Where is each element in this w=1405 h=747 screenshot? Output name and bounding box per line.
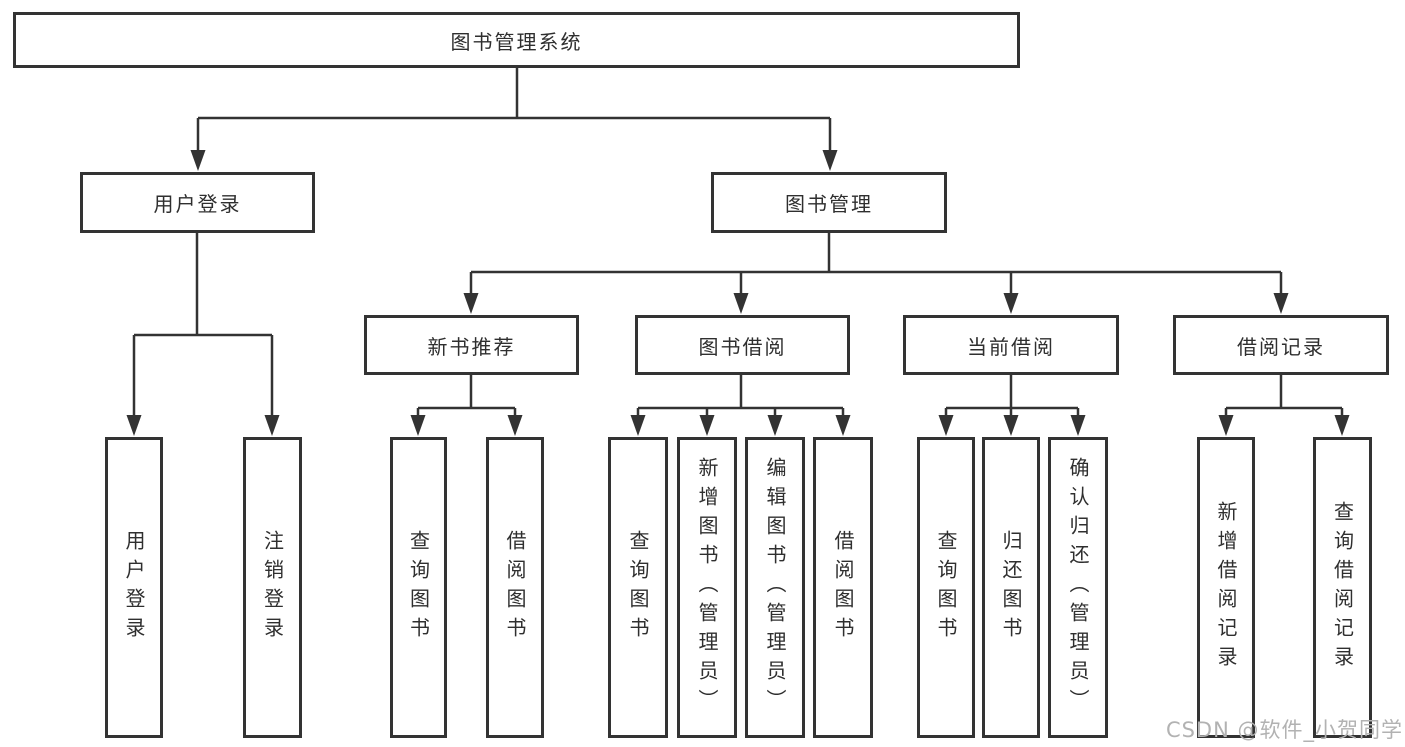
leaf-query-books-recommend: 查询图书 (390, 437, 447, 738)
node-current-borrow-label: 当前借阅 (967, 334, 1055, 359)
leaf-borrow-books-recommend: 借阅图书 (486, 437, 544, 738)
leaf-add-borrow-record: 新增借阅记录 (1197, 437, 1255, 738)
leaf-user-login-label: 用户登录 (122, 529, 146, 646)
node-current-borrow: 当前借阅 (903, 315, 1119, 375)
leaf-borrow-books-recommend-label: 借阅图书 (503, 529, 527, 646)
node-user-login-label: 用户登录 (153, 192, 242, 216)
leaf-query-borrow-record-label: 查询借阅记录 (1330, 500, 1355, 675)
leaf-confirm-return-admin: 确认归还（管理员） (1048, 437, 1108, 738)
leaf-return-books-label: 归还图书 (999, 529, 1023, 646)
leaf-logout: 注销登录 (243, 437, 302, 738)
leaf-add-books-admin: 新增图书（管理员） (677, 437, 737, 738)
leaf-confirm-return-admin-label: 确认归还（管理员） (1066, 457, 1090, 718)
node-borrow-records-label: 借阅记录 (1237, 334, 1325, 359)
node-book-management-label: 图书管理 (785, 192, 873, 216)
leaf-query-borrow-record: 查询借阅记录 (1313, 437, 1372, 738)
root-node-library-management-system: 图书管理系统 (13, 12, 1020, 68)
node-book-borrow: 图书借阅 (635, 315, 850, 375)
root-node-label: 图书管理系统 (450, 29, 583, 54)
leaf-query-books-borrow-label: 查询图书 (626, 529, 650, 646)
leaf-add-books-admin-label: 新增图书（管理员） (695, 457, 719, 718)
node-new-book-recommend-label: 新书推荐 (427, 334, 516, 359)
leaf-query-books-current: 查询图书 (917, 437, 975, 738)
node-new-book-recommend: 新书推荐 (364, 315, 579, 375)
csdn-watermark: CSDN @软件_小贺同学 (1165, 718, 1403, 742)
leaf-query-books-borrow: 查询图书 (608, 437, 668, 738)
leaf-edit-books-admin: 编辑图书（管理员） (745, 437, 805, 738)
leaf-user-login: 用户登录 (105, 437, 163, 738)
node-book-borrow-label: 图书借阅 (698, 334, 787, 359)
leaf-edit-books-admin-label: 编辑图书（管理员） (763, 457, 787, 718)
leaf-borrow-books: 借阅图书 (813, 437, 873, 738)
leaf-return-books: 归还图书 (982, 437, 1040, 738)
leaf-logout-label: 注销登录 (260, 529, 285, 646)
leaf-add-borrow-record-label: 新增借阅记录 (1214, 500, 1238, 675)
leaf-query-books-current-label: 查询图书 (934, 529, 958, 646)
node-user-login: 用户登录 (80, 172, 315, 233)
node-borrow-records: 借阅记录 (1173, 315, 1389, 375)
leaf-borrow-books-label: 借阅图书 (831, 529, 855, 646)
leaf-query-books-recommend-label: 查询图书 (406, 529, 431, 646)
node-book-management: 图书管理 (711, 172, 947, 233)
